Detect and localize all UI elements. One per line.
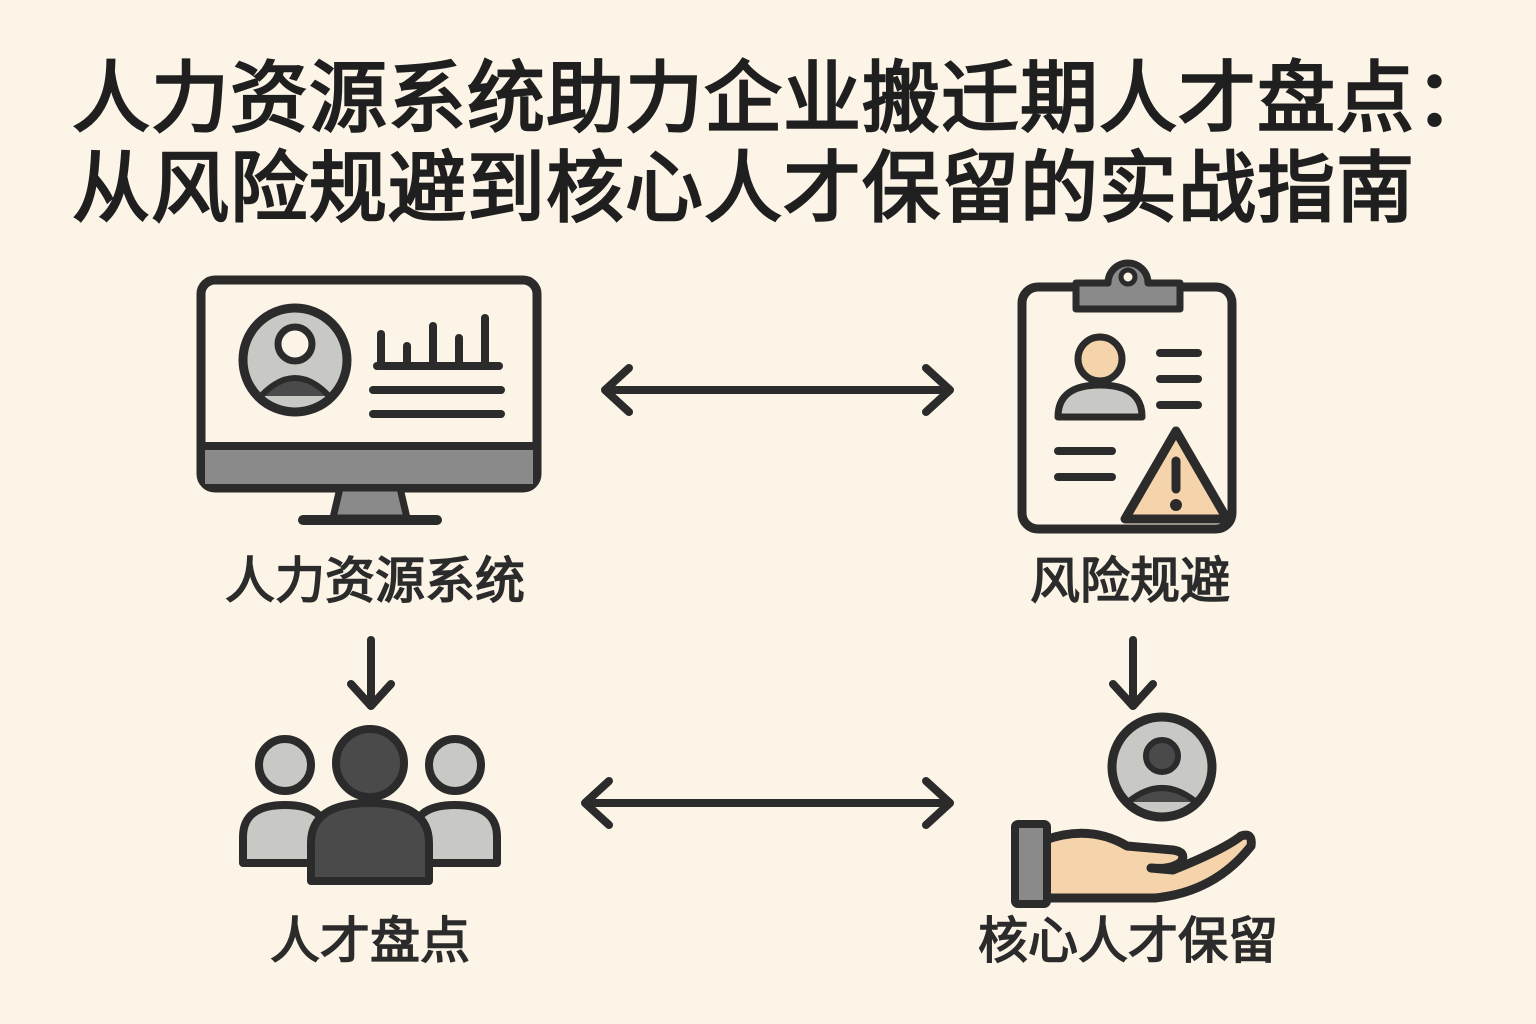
- down-arrow-right: [1109, 636, 1157, 710]
- clipboard-warning-icon: [1017, 259, 1237, 534]
- title-line-2: 从风险规避到核心人才保留的实战指南: [72, 144, 1416, 234]
- computer-monitor-icon: [196, 275, 542, 525]
- down-arrow-left: [347, 636, 395, 710]
- people-group-icon: [239, 725, 501, 885]
- node-label-risk-avoidance: 风险规避: [1030, 552, 1230, 610]
- bidirectional-arrow-top: [601, 364, 954, 416]
- hand-holding-person-icon: [1011, 712, 1256, 908]
- title-line-1: 人力资源系统助力企业搬迁期人才盘点：: [72, 54, 1495, 144]
- node-label-core-retention: 核心人才保留: [978, 912, 1278, 970]
- bidirectional-arrow-bottom: [581, 777, 954, 829]
- page-title: 人力资源系统助力企业搬迁期人才盘点： 从风险规避到核心人才保留的实战指南: [72, 54, 1494, 234]
- node-label-talent-inventory: 人才盘点: [270, 912, 470, 970]
- node-label-hr-system: 人力资源系统: [225, 552, 525, 610]
